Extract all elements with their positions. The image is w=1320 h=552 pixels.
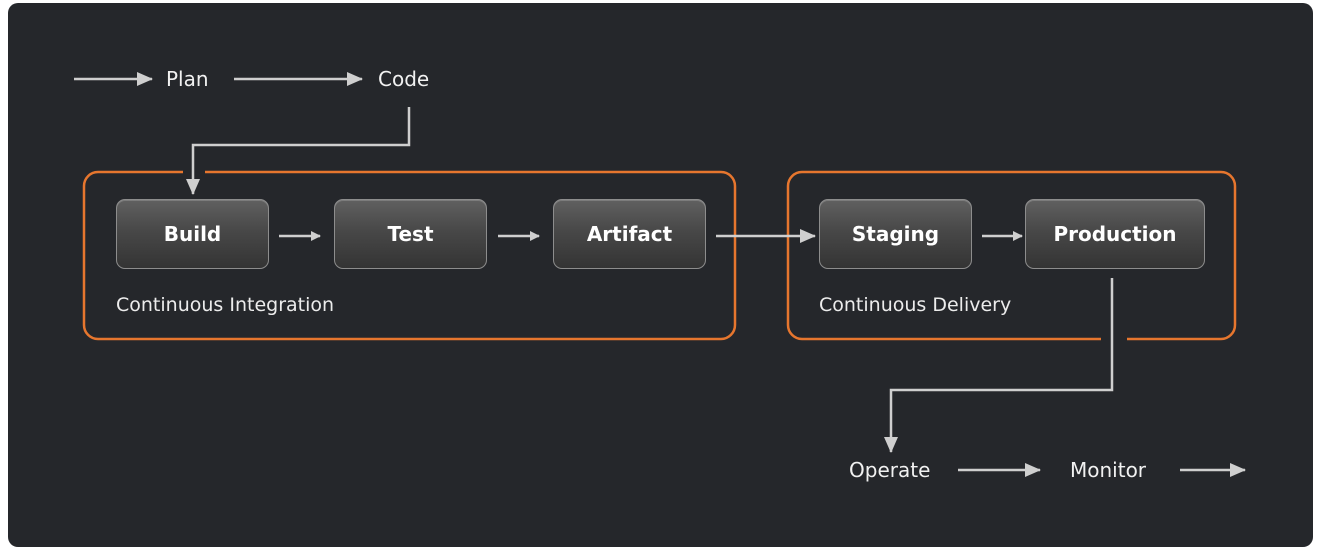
diagram-canvas	[8, 3, 1313, 547]
cd-group-frame	[786, 170, 1237, 341]
operate-label: Operate	[849, 458, 931, 482]
arrow-code-to-build	[186, 107, 411, 195]
staging-node[interactable]: Staging	[819, 199, 972, 269]
test-node[interactable]: Test	[334, 199, 487, 269]
plan-label: Plan	[166, 67, 209, 91]
artifact-node[interactable]: Artifact	[553, 199, 706, 269]
code-label: Code	[378, 67, 430, 91]
ci-group-frame	[82, 170, 737, 341]
ci-group-label: Continuous Integration	[116, 294, 335, 316]
monitor-label: Monitor	[1070, 458, 1147, 482]
cd-group-label: Continuous Delivery	[819, 294, 1012, 316]
arrow-production-to-operate	[884, 278, 1114, 453]
production-node[interactable]: Production	[1025, 199, 1205, 269]
build-node[interactable]: Build	[116, 199, 269, 269]
